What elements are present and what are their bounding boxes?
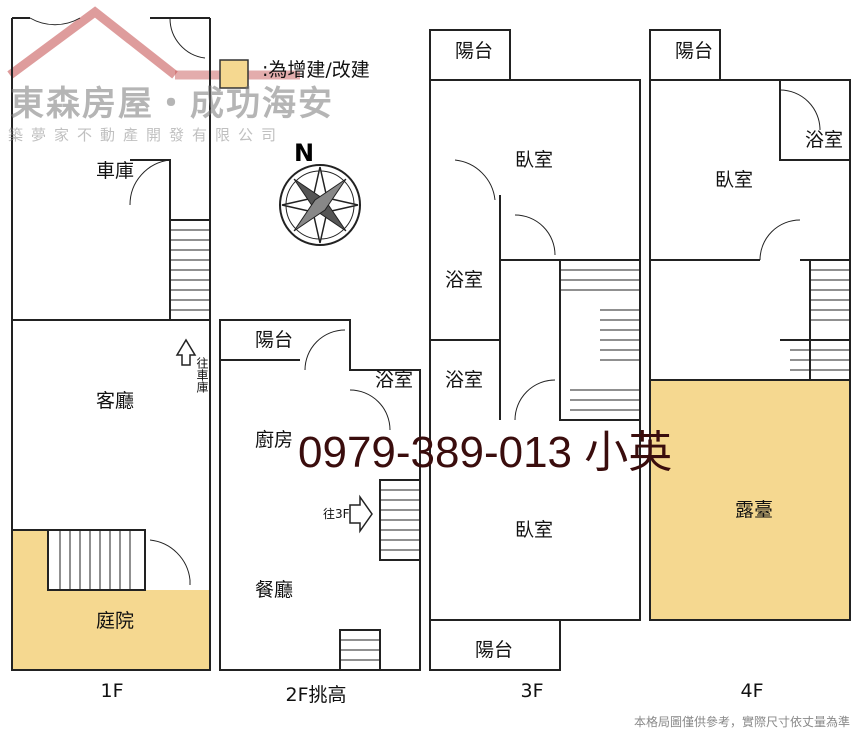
room-balcony-4f: 陽台 [674,40,714,63]
up-arrow-icon [175,338,197,366]
disclaimer: 本格局圖僅供參考，實際尺寸依丈量為準 [633,715,850,729]
room-balcony-3f-bottom: 陽台 [474,639,514,662]
to-3f-label: 往3F [323,507,350,521]
to-garage-label: 往車庫 [195,357,209,393]
floor-label-1f: 1F [100,680,124,702]
room-dining: 餐廳 [254,579,294,602]
room-bath-2f: 浴室 [374,369,414,392]
legend-label: :為增建/改建 [262,59,370,81]
room-bedroom-4f: 臥室 [714,169,754,192]
room-kitchen: 廚房 [254,429,294,452]
room-bedroom-3f-front: 臥室 [514,149,554,172]
watermark-company: 築夢家不動產開發有限公司 [8,126,285,144]
room-garage: 車庫 [95,160,135,183]
legend-swatch [219,59,249,89]
room-living: 客廳 [95,390,135,413]
room-bath-3f-2: 浴室 [444,369,484,392]
right-arrow-icon [349,494,373,534]
north-label: N [294,139,315,167]
room-balcony-2f: 陽台 [254,329,294,352]
contact-phone: 0979-389-013 小英 [298,428,673,477]
room-bath-3f-1: 浴室 [444,269,484,292]
room-bath-4f: 浴室 [804,129,844,152]
room-terrace: 露臺 [734,499,774,522]
compass-icon [279,164,361,246]
logo-roof-icon [7,6,178,79]
floor-label-2f: 2F挑高 [285,684,347,706]
extension-areas [12,59,850,670]
floor-label-3f: 3F [520,680,544,702]
watermark-brand: 東森房屋・成功海安 [10,84,334,124]
room-courtyard: 庭院 [95,610,135,633]
floor-label-4f: 4F [740,680,764,702]
stairs [59,229,850,661]
room-bedroom-3f-rear: 臥室 [514,519,554,542]
room-balcony-3f-top: 陽台 [454,40,494,63]
